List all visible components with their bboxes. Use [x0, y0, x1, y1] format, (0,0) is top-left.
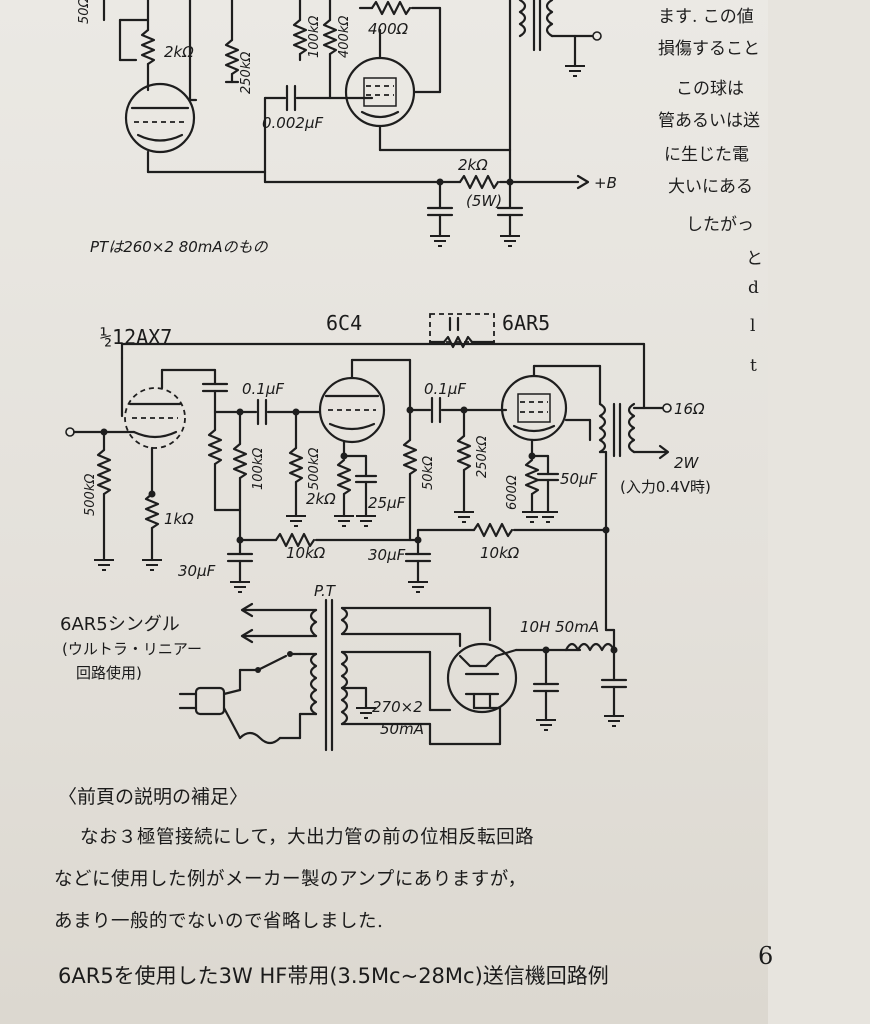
top-r-2k: 2kΩ	[164, 43, 194, 61]
tube-label-6c4: 6C4	[326, 311, 362, 335]
power-supply-circuit: P.T	[60, 582, 628, 752]
top-plus-b: +B	[594, 174, 617, 192]
label-c-30-b: 30μF	[368, 546, 406, 564]
label-out-16: 16Ω	[674, 400, 705, 418]
label-out-2w: 2W	[674, 454, 700, 472]
top-pt-note: PTは260×2 80mAのもの	[90, 238, 269, 256]
label-r-600: 600Ω	[505, 475, 520, 510]
book-page: 50Ω 2kΩ 250kΩ 0.002μF 100kΩ 400kΩ 400Ω	[0, 0, 773, 1024]
supplement-line: あまり一般的でないので省略しました.	[54, 911, 384, 932]
circuit-title-line-3: 回路使用)	[76, 664, 142, 682]
circuit-title-line-1: 6AR5シングル	[60, 614, 180, 635]
side-text-line: t	[750, 356, 757, 376]
top-r-250k: 250kΩ	[239, 52, 254, 94]
label-c-01-b: 0.1μF	[424, 380, 466, 398]
circuit-diagram: 50Ω 2kΩ 250kΩ 0.002μF 100kΩ 400kΩ 400Ω	[60, 0, 711, 752]
label-r-10k-a: 10kΩ	[286, 544, 326, 562]
supplement-section: 〈前頁の説明の補足〉 なお３極管接続にして，大出力管の前の位相反転回路 などに使…	[54, 782, 734, 949]
label-r-10k-b: 10kΩ	[480, 544, 520, 562]
side-text-line: l	[750, 316, 756, 336]
side-text-line: と	[746, 249, 763, 269]
supplement-line: などに使用した例がメーカー製のアンプにありますが，	[54, 869, 527, 890]
top-left-tube	[124, 82, 196, 154]
side-text-line: に生じた電	[664, 145, 749, 165]
top-circuit: 50Ω 2kΩ 250kΩ 0.002μF 100kΩ 400kΩ 400Ω	[77, 0, 617, 256]
label-r-50k: 50kΩ	[421, 456, 436, 490]
label-r-500k-in: 500kΩ	[83, 474, 98, 516]
page-number: 6	[758, 942, 774, 970]
label-hv-b: 50mA	[380, 720, 424, 738]
top-r-2k-5w: 2kΩ	[458, 156, 488, 174]
label-r-250k: 250kΩ	[475, 436, 490, 478]
label-choke: 10H 50mA	[520, 618, 599, 636]
label-pt: P.T	[314, 582, 337, 600]
label-c-01-a: 0.1μF	[242, 380, 284, 398]
top-r-400: 400Ω	[368, 20, 409, 38]
label-c-50: 50μF	[560, 470, 598, 488]
side-text-line: d	[748, 278, 759, 298]
side-text-line: ます. この値	[658, 7, 754, 27]
tube-12ax7	[124, 387, 186, 449]
top-r-50: 50Ω	[77, 0, 92, 24]
side-text-line: この球は	[676, 79, 744, 99]
next-section-title: 6AR5を使用した3W HF帯用(3.5Mc~28Mc)送信機回路例	[58, 964, 609, 988]
label-r-2k: 2kΩ	[306, 490, 336, 508]
power-plug-icon	[194, 686, 226, 716]
supplement-heading: 〈前頁の説明の補足〉	[58, 786, 249, 808]
supplement-line: なお３極管接続にして，大出力管の前の位相反転回路	[80, 827, 535, 848]
tube-label-6ar5: 6AR5	[502, 311, 550, 335]
label-out-2w-note: (入力0.4V時)	[620, 478, 711, 496]
circuit-title-line-2: (ウルトラ・リニアー	[62, 640, 202, 658]
side-text-line: 大いにある	[668, 177, 753, 197]
top-r-100k: 100kΩ	[307, 16, 322, 58]
top-c-0002: 0.002μF	[262, 114, 323, 132]
side-text-line: 損傷すること	[658, 39, 760, 59]
label-c-30-a: 30μF	[178, 562, 216, 580]
main-amplifier-circuit: ½12AX7 6C4 6AR5 500kΩ	[65, 311, 711, 632]
label-hv-a: 270×2	[372, 698, 423, 716]
top-r-400k: 400kΩ	[337, 16, 352, 58]
label-r-500k-grid: 500kΩ	[307, 448, 322, 490]
top-right-tube	[344, 56, 416, 128]
side-text-line: 管あるいは送	[658, 111, 760, 131]
rectifier-tube	[446, 642, 518, 714]
label-r-1k: 1kΩ	[164, 510, 194, 528]
label-c-25: 25μF	[368, 494, 406, 512]
label-r-100k: 100kΩ	[251, 448, 266, 490]
top-r-2k-5w-rating: (5W)	[466, 192, 502, 210]
tube-label-12ax7: ½12AX7	[100, 325, 172, 349]
side-text-line: したがっ	[686, 215, 754, 235]
